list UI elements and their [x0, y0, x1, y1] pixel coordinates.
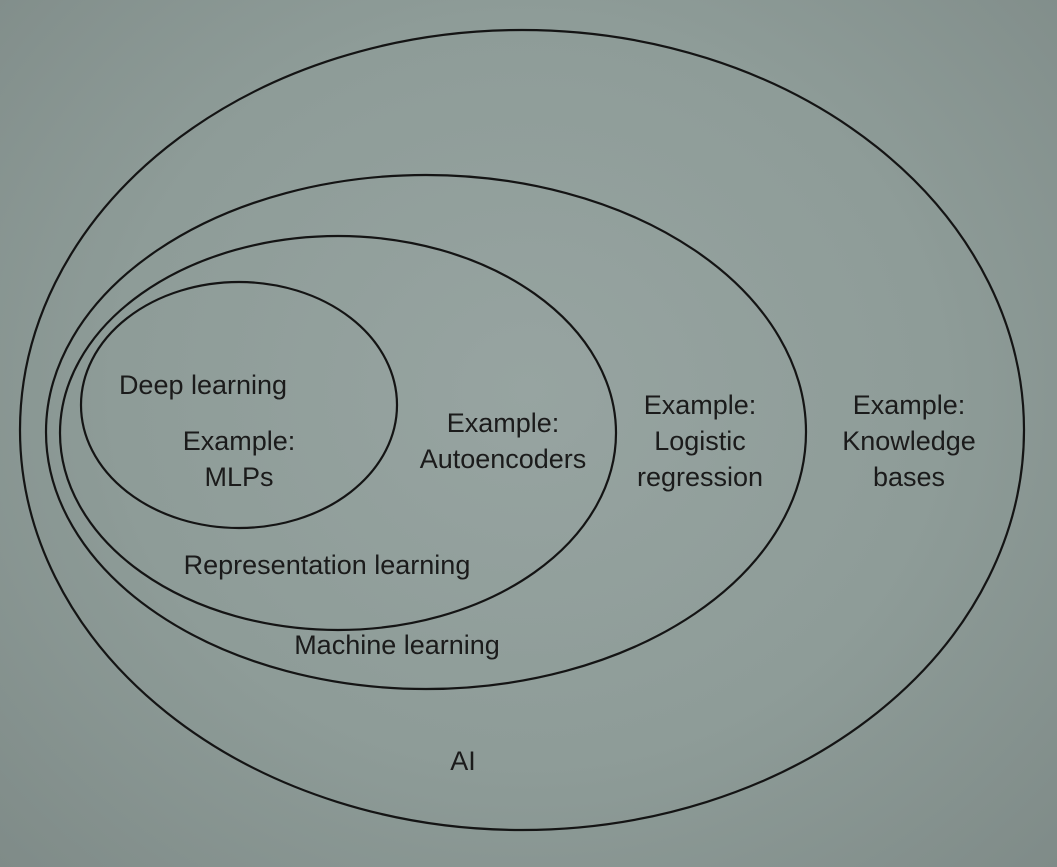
deep-learning-label: Deep learning: [119, 370, 287, 400]
ai-example-bases: bases: [873, 462, 945, 492]
representation-learning-example-heading: Example:: [447, 408, 560, 438]
machine-learning-example-regression: regression: [637, 462, 763, 492]
machine-learning-label: Machine learning: [294, 630, 500, 660]
representation-learning-example-autoencoders: Autoencoders: [420, 444, 587, 474]
machine-learning-ellipse: [44, 173, 808, 691]
representation-learning-label: Representation learning: [184, 550, 471, 580]
representation-learning-ellipse: [58, 234, 618, 632]
machine-learning-example-logistic: Logistic: [654, 426, 746, 456]
deep-learning-example-heading: Example:: [183, 426, 296, 456]
machine-learning-example-heading: Example:: [644, 390, 757, 420]
deep-learning-ellipse: [79, 280, 399, 530]
ai-example-heading: Example:: [853, 390, 966, 420]
ai-label: AI: [450, 746, 476, 776]
deep-learning-example-mlps: MLPs: [204, 462, 273, 492]
ai-example-knowledge: Knowledge: [842, 426, 976, 456]
ai-ellipse: [18, 28, 1026, 832]
